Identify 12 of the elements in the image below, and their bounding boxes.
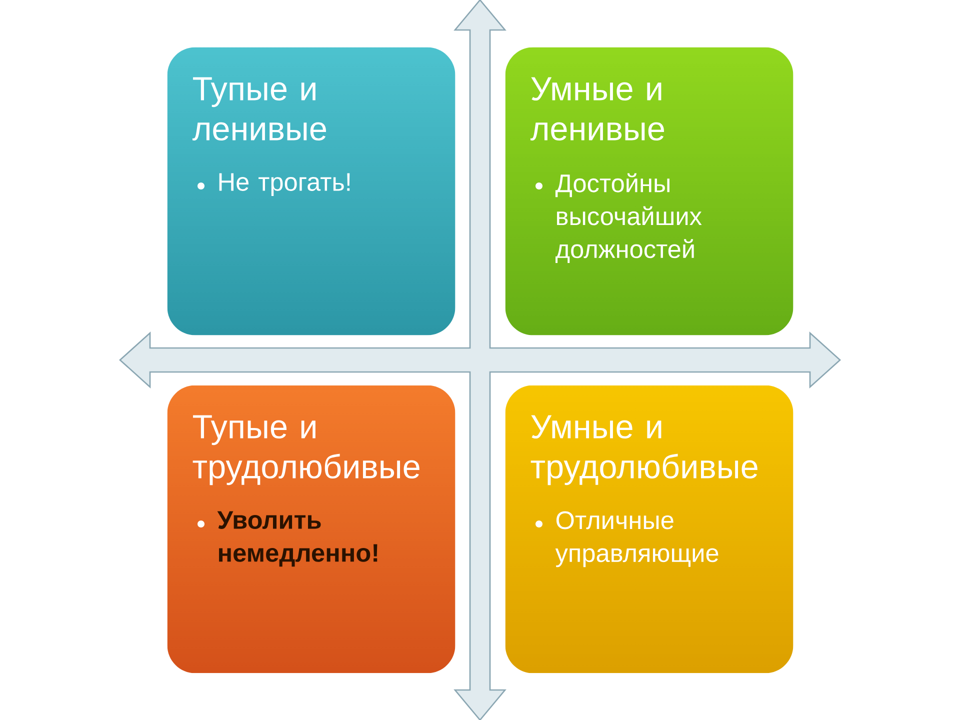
node-label: Достойны высочайших должностей bbox=[555, 173, 702, 263]
node-label: Умные и ленивые bbox=[530, 77, 664, 141]
quadrant-card: Тупые и ленивые Не трогать! bbox=[192, 77, 350, 196]
quadrant-card: Умные и ленивые Достойны высочайших должностей bbox=[530, 77, 702, 263]
node-label: Тупые и трудолюбивые bbox=[192, 415, 420, 486]
quadrant-card: Умные и трудолюбивые Отличные управляющие bbox=[530, 415, 758, 568]
node-label: Умные и трудолюбивые bbox=[530, 415, 758, 486]
node-label: Отличные управляющие bbox=[555, 511, 718, 568]
node-label: Не трогать! bbox=[219, 173, 350, 196]
node-label: Уволить немедленно! bbox=[217, 511, 378, 567]
quadrant-card: Тупые и трудолюбивые Уволить немедленно! bbox=[192, 415, 420, 567]
node-label: Тупые и ленивые bbox=[192, 77, 326, 141]
